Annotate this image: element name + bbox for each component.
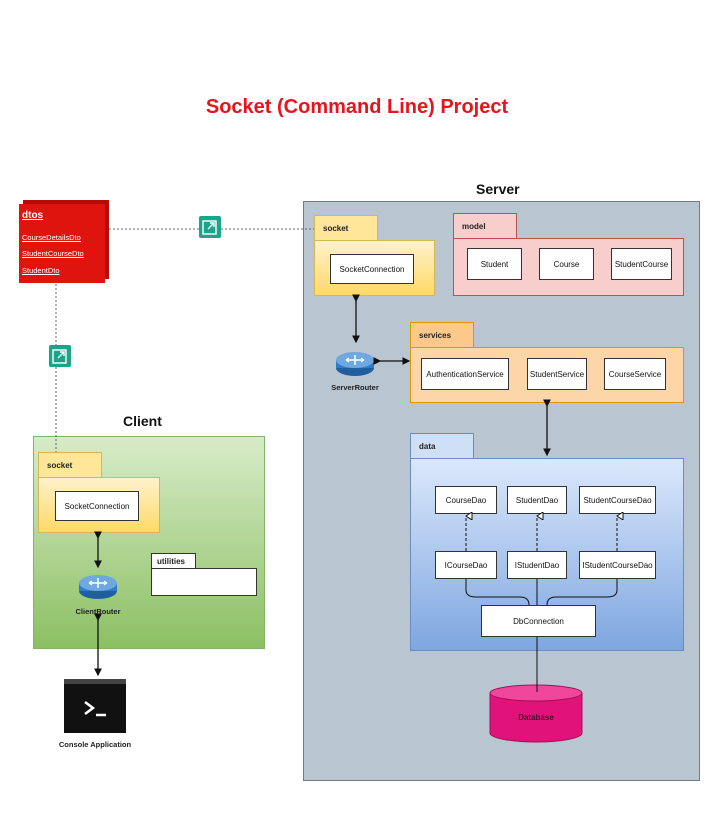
server-socket-tab: socket [314, 215, 378, 241]
server-router-label: ServerRouter [331, 383, 379, 392]
server-router-icon [336, 352, 374, 376]
client-router-icon [79, 575, 117, 599]
utilities-tab: utilities [151, 553, 196, 569]
dtos-package: dtos CourseDetailsDto StudentCourseDto S… [19, 204, 105, 283]
share-icon [199, 216, 221, 238]
server-socket-connection: SocketConnection [330, 254, 414, 284]
share-icon [49, 345, 71, 367]
student-service: StudentService [527, 358, 587, 390]
services-tab: services [410, 322, 474, 348]
dtos-title: dtos [22, 210, 44, 221]
course-service: CourseService [604, 358, 666, 390]
model-student: Student [467, 248, 522, 280]
database-label: Database [518, 713, 554, 722]
authentication-service: AuthenticationService [421, 358, 509, 390]
icourse-dao: ICourseDao [435, 551, 497, 579]
client-socket-connection: SocketConnection [55, 491, 139, 521]
console-label: Console Application [58, 740, 132, 749]
server-label: Server [476, 181, 520, 197]
client-label: Client [123, 413, 162, 429]
model-studentcourse: StudentCourse [611, 248, 672, 280]
client-socket-tab: socket [38, 452, 102, 478]
data-tab: data [410, 433, 474, 459]
student-dao: StudentDao [507, 486, 567, 514]
dto-student: StudentDto [22, 266, 60, 275]
diagram-title: Socket (Command Line) Project [205, 96, 509, 118]
client-router-label: ClientRouter [75, 607, 121, 616]
dto-student-course: StudentCourseDto [22, 249, 84, 258]
model-course: Course [539, 248, 594, 280]
model-tab: model [453, 213, 517, 239]
db-connection: DbConnection [481, 605, 596, 637]
studentcourse-dao: StudentCourseDao [579, 486, 656, 514]
database-cylinder [489, 684, 583, 743]
istudent-dao: IStudentDao [507, 551, 567, 579]
istudentcourse-dao: IStudentCourseDao [579, 551, 656, 579]
course-dao: CourseDao [435, 486, 497, 514]
utilities-package [151, 568, 257, 596]
dto-course-details: CourseDetailsDto [22, 233, 81, 242]
console-icon [64, 679, 126, 733]
